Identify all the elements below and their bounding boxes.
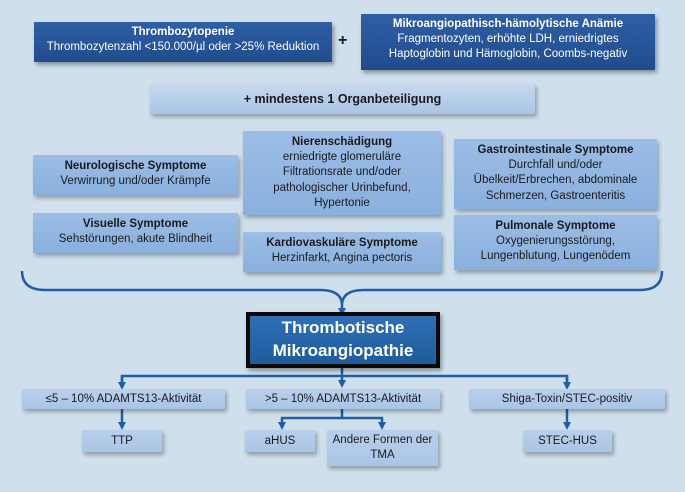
pulm-line-1: Oxygenierungsstörung, <box>496 235 615 248</box>
tma-box: Thrombotische Mikroangiopathie <box>246 312 440 368</box>
neuro-text: Verwirrung und/oder Krämpfe <box>60 175 211 188</box>
adamts13-low-box: ≤5 – 10% ADAMTS13-Aktivität <box>22 389 225 409</box>
ahus-label: aHUS <box>264 435 296 447</box>
ahus-box: aHUS <box>245 430 315 452</box>
adamts13-high-box: >5 – 10% ADAMTS13-Aktivität <box>246 389 440 409</box>
renal-symptoms-box: Nierenschädigung erniedrigte glomeruläre… <box>243 131 441 215</box>
anemia-line-1: Fragmentozyten, erhöhte LDH, erniedrigte… <box>397 33 619 46</box>
gi-line-2: Übelkeit/Erbrechen, abdominale <box>473 174 638 187</box>
gi-title: Gastrointestinale Symptome <box>477 144 634 156</box>
neuro-title: Neurologische Symptome <box>64 160 207 172</box>
gi-line-3: Schmerzen, Gastroenteritis <box>485 189 626 202</box>
gi-line-1: Durchfall und/oder <box>508 159 603 172</box>
cardio-title: Kardiovaskuläre Symptome <box>266 237 418 249</box>
plus-sign: + <box>338 32 348 49</box>
tma-line-1: Thrombotische <box>281 318 405 338</box>
renal-line-3: pathologischer Urinbefund, <box>273 181 411 194</box>
other-tma-box: Andere Formen der TMA <box>327 430 438 466</box>
thrombocytopenia-text: Thrombozytenzahl <150.000/µl oder >25% R… <box>46 41 320 54</box>
cardio-text: Herzinfarkt, Angina pectoris <box>271 252 413 265</box>
tma-line-2: Mikroangiopathie <box>272 341 414 360</box>
stec-hus-box: STEC-HUS <box>523 430 612 452</box>
thrombocytopenia-box: Thrombozytopenie Thrombozytenzahl <150.0… <box>34 22 332 62</box>
renal-line-1: erniedrigte glomeruläre <box>282 151 402 164</box>
ttp-label: TTP <box>111 435 133 447</box>
anemia-title: Mikroangiopathisch-hämolytische Anämie <box>392 18 624 30</box>
pulm-symptoms-box: Pulmonale Symptome Oxygenierungsstörung,… <box>454 215 657 270</box>
renal-line-2: Filtrationsrate und/oder <box>282 166 402 179</box>
stec-hus-label: STEC-HUS <box>538 435 597 447</box>
stec-positive-label: Shiga-Toxin/STEC-positiv <box>501 393 633 405</box>
adamts13-high-label: >5 – 10% ADAMTS13-Aktivität <box>264 393 422 405</box>
other-tma-line-1: Andere Formen der <box>332 434 433 446</box>
visual-title: Visuelle Symptome <box>82 218 189 230</box>
other-tma-line-2: TMA <box>370 449 395 462</box>
organ-brace <box>20 270 664 306</box>
renal-title: Nierenschädigung <box>291 136 393 148</box>
anemia-box: Mikroangiopathisch-hämolytische Anämie F… <box>361 14 655 70</box>
organ-banner-label: + mindestens 1 Organbeteiligung <box>243 92 442 106</box>
ttp-box: TTP <box>82 430 162 452</box>
pulm-title: Pulmonale Symptome <box>495 220 616 232</box>
gi-symptoms-box: Gastrointestinale Symptome Durchfall und… <box>454 139 657 209</box>
neuro-symptoms-box: Neurologische Symptome Verwirrung und/od… <box>33 155 238 195</box>
anemia-line-2: Haptoglobin und Hämoglobin, Coombs-negat… <box>388 48 628 61</box>
visual-text: Sehstörungen, akute Blindheit <box>58 233 213 246</box>
adamts13-low-label: ≤5 – 10% ADAMTS13-Aktivität <box>45 393 202 405</box>
visual-symptoms-box: Visuelle Symptome Sehstörungen, akute Bl… <box>33 213 238 253</box>
thrombocytopenia-title: Thrombozytopenie <box>131 26 235 38</box>
pulm-line-2: Lungenblutung, Lungenödem <box>480 250 631 263</box>
stec-positive-box: Shiga-Toxin/STEC-positiv <box>469 389 665 409</box>
organ-banner: + mindestens 1 Organbeteiligung <box>150 84 535 114</box>
renal-line-4: Hypertonie <box>314 196 370 209</box>
cardio-symptoms-box: Kardiovaskuläre Symptome Herzinfarkt, An… <box>243 232 441 272</box>
